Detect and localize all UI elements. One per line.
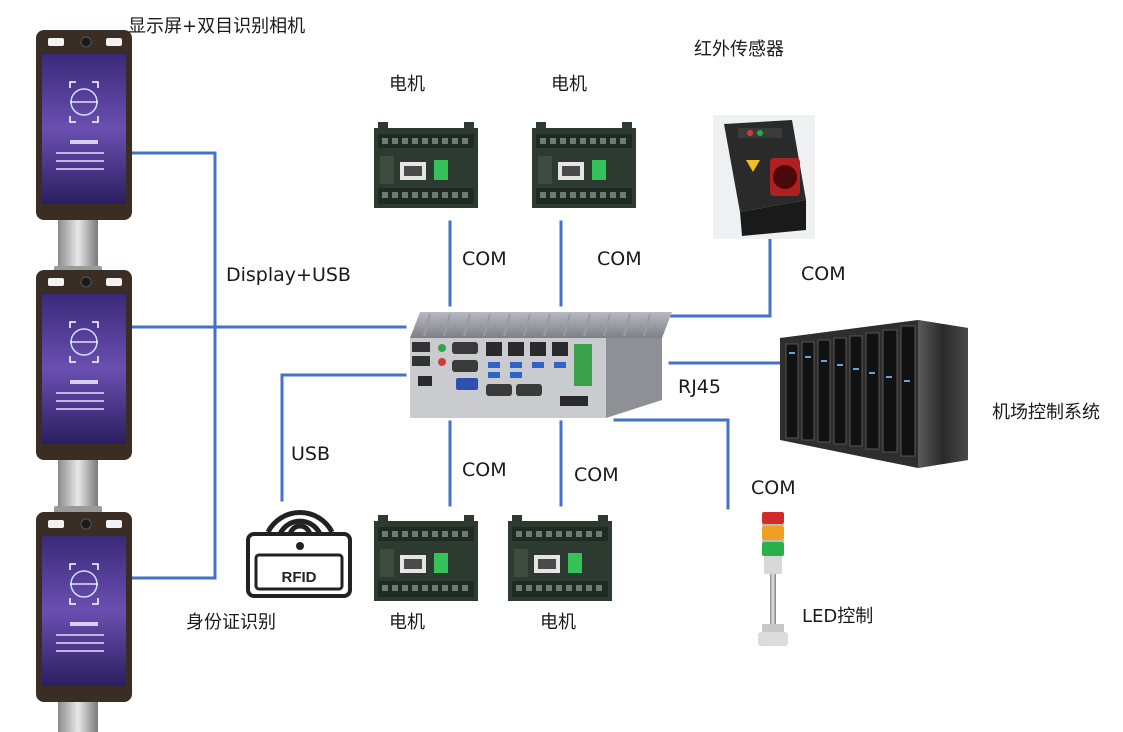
motor-controller-icon-bottom-right xyxy=(508,515,612,601)
com-led-line xyxy=(613,418,730,510)
motor-label-top-right: 电机 xyxy=(551,74,587,95)
motor-label-bottom-left: 电机 xyxy=(389,612,425,633)
usb-label: USB xyxy=(291,443,331,465)
face-terminal-bottom xyxy=(35,511,133,732)
id-card-label: 身份证识别 xyxy=(186,612,276,633)
motor-label-top-left: 电机 xyxy=(389,74,425,95)
face-terminal-middle xyxy=(35,269,133,515)
rfid-reader-icon xyxy=(246,509,352,598)
connector-lines xyxy=(128,151,782,580)
display-usb-label: Display+USB xyxy=(226,264,351,286)
rfid-label: RFID xyxy=(282,569,317,586)
motor-controller-icon-top-left xyxy=(374,122,478,208)
motor-controller-icon-top-right xyxy=(532,122,636,208)
face-terminal-top xyxy=(35,29,133,275)
server-rack-icon xyxy=(780,320,968,468)
com-label-bottom-left: COM xyxy=(462,459,507,481)
infrared-sensor-label: 红外传感器 xyxy=(694,39,784,60)
com-label-bottom-right: COM xyxy=(574,464,619,486)
infrared-sensor-icon xyxy=(713,115,815,239)
motor-controller-icon-bottom-left xyxy=(374,515,478,601)
display-bus-line xyxy=(128,151,217,580)
industrial-pc-icon xyxy=(410,312,672,418)
usb-rfid-line xyxy=(280,373,407,502)
signal-tower-led-icon xyxy=(758,512,788,646)
display-camera-label: 显示屏+双目识别相机 xyxy=(128,16,306,37)
com-sensor-line xyxy=(668,238,772,318)
led-control-label: LED控制 xyxy=(802,606,874,627)
com-label-top-left: COM xyxy=(462,248,507,270)
airport-system-label: 机场控制系统 xyxy=(992,402,1100,423)
com-label-led: COM xyxy=(751,477,796,499)
com-label-sensor: COM xyxy=(801,263,846,285)
motor-label-bottom-right: 电机 xyxy=(540,612,576,633)
com-label-top-right: COM xyxy=(597,248,642,270)
rj45-label: RJ45 xyxy=(678,376,721,398)
